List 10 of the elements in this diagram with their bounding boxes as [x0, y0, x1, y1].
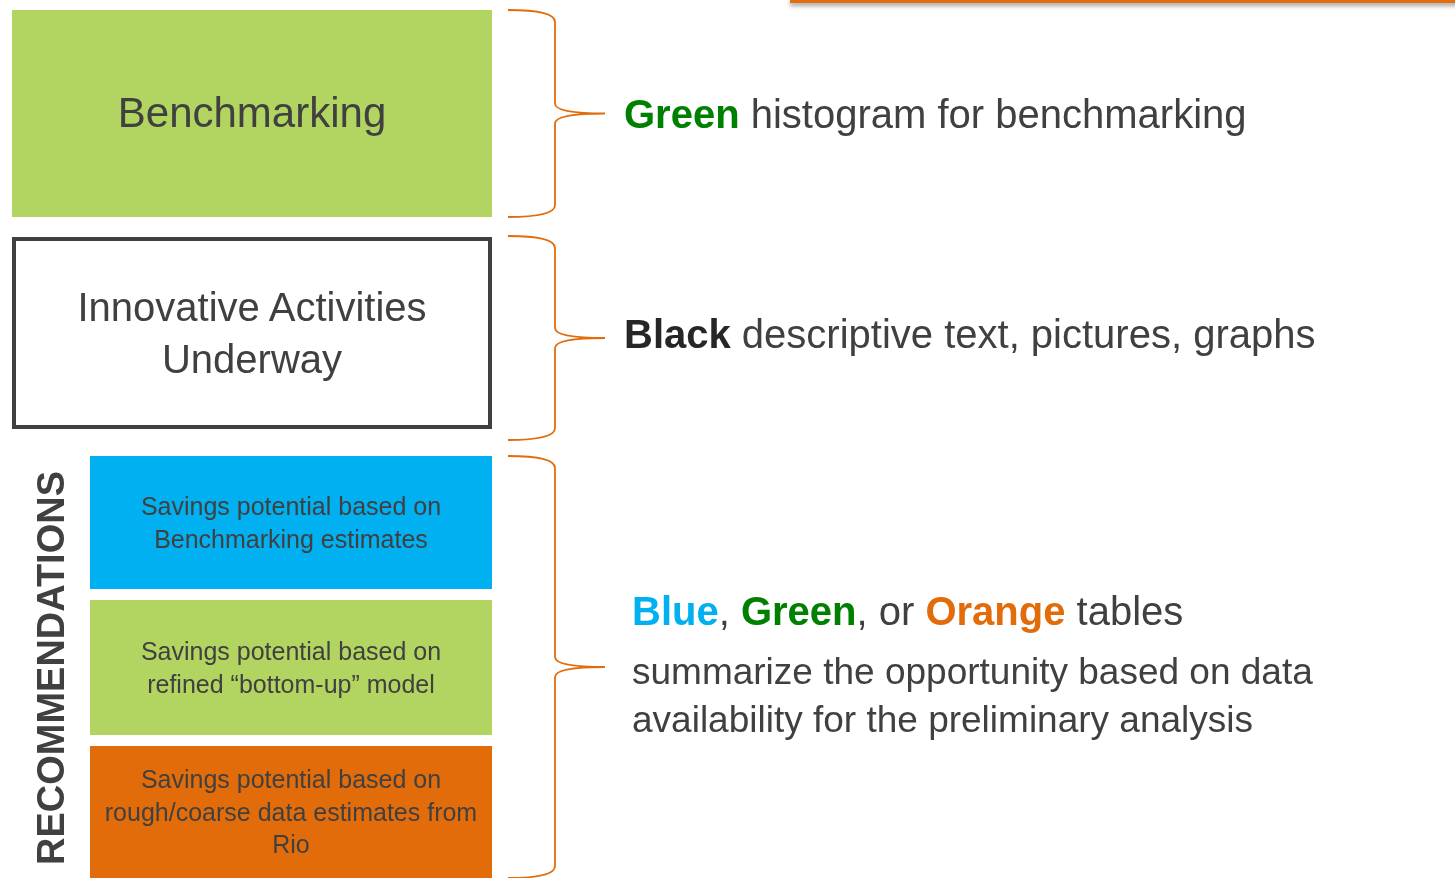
- process-box: Savings potential based on Benchmarking estimates: [90, 456, 492, 589]
- process-box: Savings potential based on refined “bottom-up” model: [90, 600, 492, 735]
- description-text: Black descriptive text, pictures, graphs: [624, 311, 1316, 358]
- process-box: Savings potential based on rough/coarse data estimates from Rio: [90, 746, 492, 878]
- description-text: Blue, Green, or Orange tables: [632, 588, 1184, 635]
- description-text: summarize the opportunity based on data availability for the preliminary analysis: [632, 650, 1314, 743]
- process-box: Innovative Activities Underway: [12, 237, 492, 429]
- process-box: Benchmarking: [12, 10, 492, 217]
- vertical-heading: RECOMMENDATIONS: [29, 470, 74, 866]
- description-text: Green histogram for benchmarking: [624, 91, 1247, 138]
